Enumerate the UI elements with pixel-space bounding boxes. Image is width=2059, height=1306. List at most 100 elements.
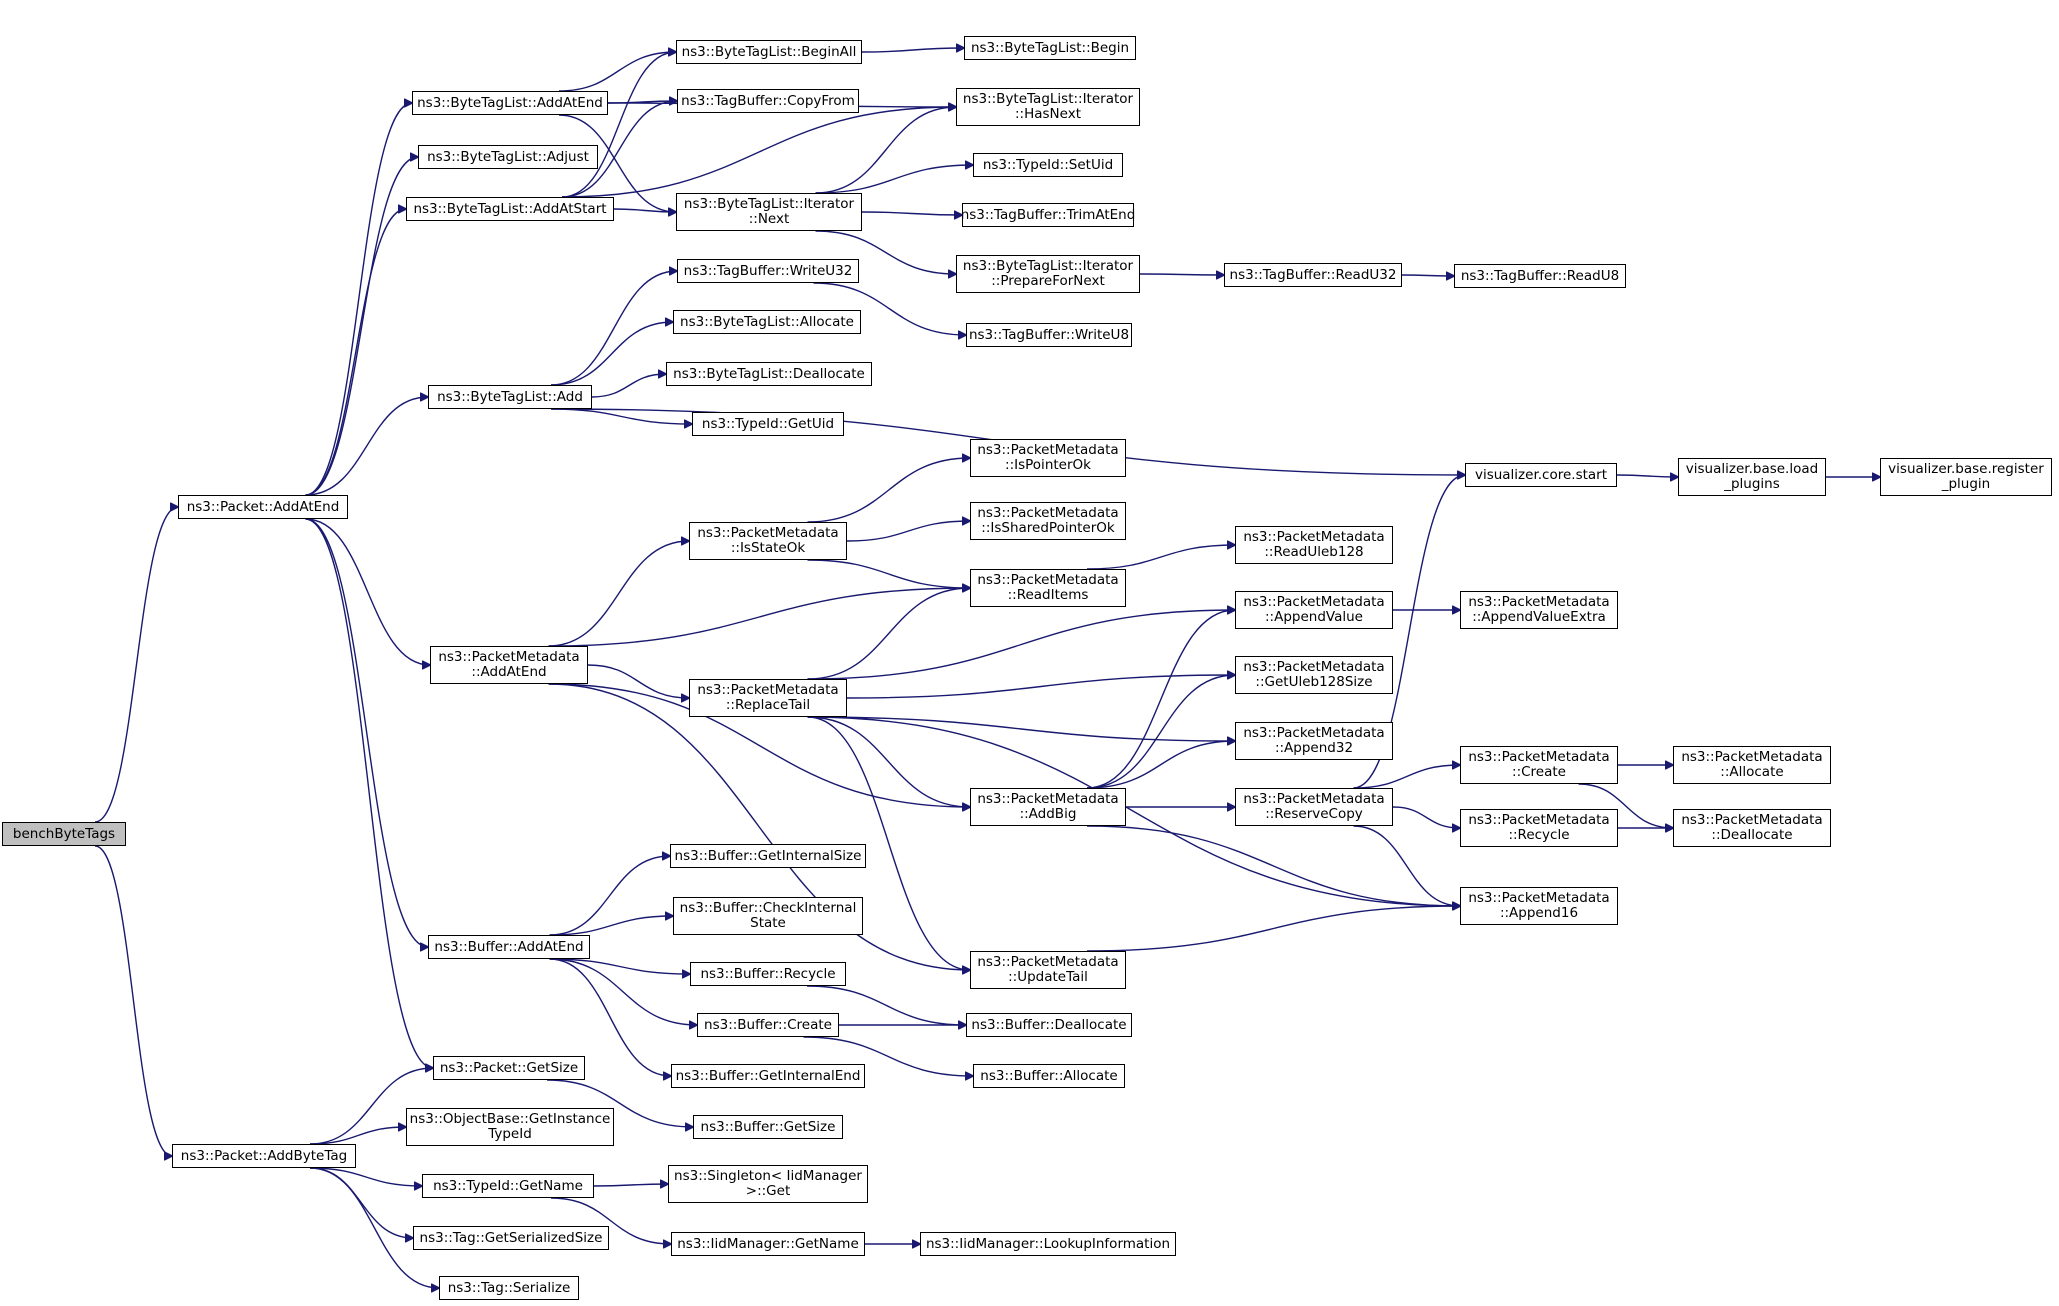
edge-pm-isstateok-to-pm-ispointerok	[807, 458, 971, 523]
node-buffer-getinternalend[interactable]: ns3::Buffer::GetInternalEnd	[671, 1064, 865, 1088]
node-pm-append16[interactable]: ns3::PacketMetadata ::Append16	[1460, 887, 1618, 925]
edge-vis-core-start-to-vis-load-plugins	[1616, 475, 1678, 477]
node-buffer-allocate[interactable]: ns3::Buffer::Allocate	[973, 1064, 1125, 1088]
node-btli-preparefornext[interactable]: ns3::ByteTagList::Iterator ::PrepareForN…	[956, 255, 1140, 293]
node-pm-allocate[interactable]: ns3::PacketMetadata ::Allocate	[1673, 746, 1831, 784]
edge-buffer-addatend-to-buffer-checkinternalstate	[549, 916, 674, 936]
node-iid-lookupinformation[interactable]: ns3::IidManager::LookupInformation	[920, 1232, 1176, 1256]
node-packet-getsize[interactable]: ns3::Packet::GetSize	[433, 1056, 585, 1080]
edge-btl-add-to-tb-writeu32	[550, 271, 677, 386]
node-btl-addatstart[interactable]: ns3::ByteTagList::AddAtStart	[406, 197, 614, 221]
edge-pm-isstateok-to-pm-issharedpointerok	[846, 521, 970, 542]
node-benchbytetags[interactable]: benchByteTags	[2, 822, 126, 846]
node-buffer-deallocate[interactable]: ns3::Buffer::Deallocate	[966, 1013, 1132, 1037]
node-ob-getinstancetypeid[interactable]: ns3::ObjectBase::GetInstance TypeId	[406, 1108, 614, 1146]
node-vis-load-plugins[interactable]: visualizer.base.load _plugins	[1678, 458, 1826, 496]
node-typeid-getname[interactable]: ns3::TypeId::GetName	[422, 1174, 594, 1198]
edge-pm-replacetail-to-pm-append32	[807, 716, 1236, 741]
node-packet-addbytetag[interactable]: ns3::Packet::AddByteTag	[172, 1144, 356, 1168]
edge-packet-addbytetag-to-ob-getinstancetypeid	[309, 1127, 406, 1145]
edge-pm-reservecopy-to-pm-create	[1353, 765, 1461, 789]
edge-btli-next-to-typeid-setuid	[815, 165, 974, 194]
node-pm-create[interactable]: ns3::PacketMetadata ::Create	[1460, 746, 1618, 784]
node-pm-addbig[interactable]: ns3::PacketMetadata ::AddBig	[970, 788, 1126, 826]
edge-pm-replacetail-to-pm-getuleb128size	[846, 675, 1235, 699]
node-pm-appendvalueextra[interactable]: ns3::PacketMetadata ::AppendValueExtra	[1460, 591, 1618, 629]
edge-pm-reservecopy-to-pm-recycle	[1392, 806, 1460, 828]
node-btl-adjust[interactable]: ns3::ByteTagList::Adjust	[418, 145, 598, 169]
node-pm-isstateok[interactable]: ns3::PacketMetadata ::IsStateOk	[689, 522, 847, 560]
node-pm-updatetail[interactable]: ns3::PacketMetadata ::UpdateTail	[970, 951, 1126, 989]
node-singleton-get[interactable]: ns3::Singleton< IidManager >::Get	[668, 1165, 868, 1203]
edge-btl-addatstart-to-btli-hasnext	[561, 107, 956, 198]
node-pm-append32[interactable]: ns3::PacketMetadata ::Append32	[1235, 722, 1393, 760]
edge-buffer-addatend-to-buffer-getinternalsize	[549, 856, 671, 936]
node-btl-add[interactable]: ns3::ByteTagList::Add	[428, 385, 592, 409]
node-tb-readu32[interactable]: ns3::TagBuffer::ReadU32	[1224, 263, 1402, 287]
edge-pm-addatend-to-pm-updatetail	[548, 683, 971, 970]
edge-buffer-addatend-to-buffer-recycle	[549, 958, 691, 974]
node-buffer-getsize[interactable]: ns3::Buffer::GetSize	[693, 1115, 843, 1139]
node-pm-addatend[interactable]: ns3::PacketMetadata ::AddAtEnd	[430, 646, 588, 684]
node-btl-deallocate[interactable]: ns3::ByteTagList::Deallocate	[666, 362, 872, 386]
node-pm-appendvalue[interactable]: ns3::PacketMetadata ::AppendValue	[1235, 591, 1393, 629]
edge-packet-addbytetag-to-packet-getsize	[309, 1068, 433, 1145]
edge-pm-replacetail-to-pm-append16	[807, 716, 1461, 906]
edge-buffer-addatend-to-buffer-getinternalend	[549, 958, 672, 1076]
node-pm-replacetail[interactable]: ns3::PacketMetadata ::ReplaceTail	[689, 679, 847, 717]
edge-pm-create-to-pm-deallocate	[1578, 783, 1674, 828]
node-tb-writeu32[interactable]: ns3::TagBuffer::WriteU32	[677, 259, 859, 283]
node-tb-copyfrom[interactable]: ns3::TagBuffer::CopyFrom	[677, 89, 859, 113]
node-btl-allocate[interactable]: ns3::ByteTagList::Allocate	[673, 310, 861, 334]
node-pm-deallocate[interactable]: ns3::PacketMetadata ::Deallocate	[1673, 809, 1831, 847]
node-typeid-setuid[interactable]: ns3::TypeId::SetUid	[973, 153, 1123, 177]
node-typeid-getuid[interactable]: ns3::TypeId::GetUid	[692, 412, 844, 436]
node-vis-register-plugin[interactable]: visualizer.base.register _plugin	[1880, 458, 2052, 496]
node-packet-addatend[interactable]: ns3::Packet::AddAtEnd	[178, 495, 348, 519]
node-buffer-recycle[interactable]: ns3::Buffer::Recycle	[690, 962, 846, 986]
node-btl-begin[interactable]: ns3::ByteTagList::Begin	[964, 36, 1136, 60]
node-pm-reservecopy[interactable]: ns3::PacketMetadata ::ReserveCopy	[1235, 788, 1393, 826]
edge-typeid-getname-to-iid-getname	[550, 1197, 671, 1244]
node-pm-readitems[interactable]: ns3::PacketMetadata ::ReadItems	[970, 569, 1126, 607]
edge-pm-addbig-to-pm-append32	[1086, 741, 1235, 789]
node-pm-getuleb128size[interactable]: ns3::PacketMetadata ::GetUleb128Size	[1235, 656, 1393, 694]
node-tb-writeu8[interactable]: ns3::TagBuffer::WriteU8	[966, 323, 1132, 347]
node-tb-trimatend[interactable]: ns3::TagBuffer::TrimAtEnd	[961, 203, 1135, 227]
node-btl-beginall[interactable]: ns3::ByteTagList::BeginAll	[676, 40, 862, 64]
edge-pm-isstateok-to-pm-readitems	[807, 559, 971, 588]
node-buffer-create[interactable]: ns3::Buffer::Create	[697, 1013, 839, 1037]
edge-packet-addbytetag-to-tag-getserializedsize	[309, 1167, 413, 1238]
node-tag-getserializedsize[interactable]: ns3::Tag::GetSerializedSize	[413, 1226, 609, 1250]
node-tag-serialize[interactable]: ns3::Tag::Serialize	[439, 1276, 579, 1300]
node-buffer-getinternalsize[interactable]: ns3::Buffer::GetInternalSize	[670, 844, 866, 868]
edge-pm-addatend-to-pm-readitems	[548, 588, 971, 647]
node-pm-recycle[interactable]: ns3::PacketMetadata ::Recycle	[1460, 809, 1618, 847]
edge-tb-writeu32-to-tb-writeu8	[813, 282, 967, 335]
edge-pm-replacetail-to-pm-addbig	[807, 716, 971, 807]
edge-btl-addatend-to-btli-next	[558, 114, 676, 212]
node-pm-ispointerok[interactable]: ns3::PacketMetadata ::IsPointerOk	[970, 439, 1126, 477]
edge-packet-addatend-to-btl-addatend	[305, 103, 413, 496]
node-iid-getname[interactable]: ns3::IidManager::GetName	[671, 1232, 865, 1256]
node-pm-readuleb128[interactable]: ns3::PacketMetadata ::ReadUleb128	[1235, 526, 1393, 564]
node-tb-readu8[interactable]: ns3::TagBuffer::ReadU8	[1454, 264, 1626, 288]
edge-pm-addatend-to-pm-isstateok	[548, 541, 690, 647]
edge-tb-readu32-to-tb-readu8	[1401, 275, 1454, 276]
edge-packet-addbytetag-to-tag-serialize	[309, 1167, 439, 1288]
edge-pm-addbig-to-pm-getuleb128size	[1086, 675, 1235, 789]
edge-packet-addatend-to-btl-adjust	[305, 157, 419, 496]
edge-btl-add-to-btl-allocate	[550, 322, 673, 386]
edge-packet-addatend-to-btl-add	[305, 397, 429, 496]
node-btli-hasnext[interactable]: ns3::ByteTagList::Iterator ::HasNext	[956, 88, 1140, 126]
node-btl-addatend[interactable]: ns3::ByteTagList::AddAtEnd	[412, 91, 608, 115]
node-pm-issharedpointerok[interactable]: ns3::PacketMetadata ::IsSharedPointerOk	[970, 502, 1126, 540]
edge-btli-next-to-btli-hasnext	[815, 107, 957, 194]
node-btli-next[interactable]: ns3::ByteTagList::Iterator ::Next	[676, 193, 862, 231]
node-buffer-checkinternalstate[interactable]: ns3::Buffer::CheckInternal State	[673, 897, 863, 935]
node-vis-core-start[interactable]: visualizer.core.start	[1465, 463, 1617, 487]
edge-packet-addatend-to-btl-addatstart	[305, 209, 407, 496]
edge-pm-addatend-to-pm-addbig	[548, 683, 971, 807]
node-buffer-addatend[interactable]: ns3::Buffer::AddAtEnd	[428, 935, 590, 959]
